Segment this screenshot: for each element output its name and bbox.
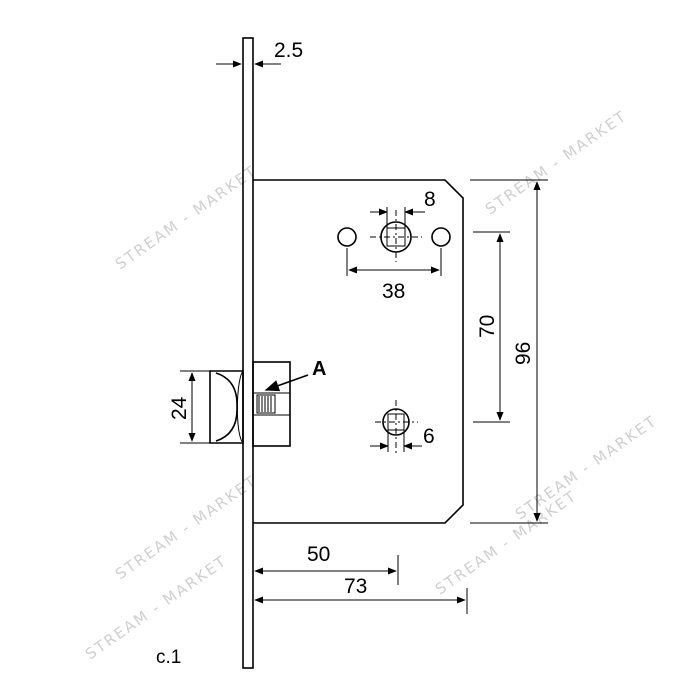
- dim-2-5-group: 2.5: [216, 39, 303, 68]
- figure-caption: c.1: [156, 647, 181, 668]
- faceplate: [242, 37, 254, 669]
- dim-24-group: 24: [168, 370, 210, 444]
- dim-spindle-top: 8: [424, 188, 436, 211]
- dim-hole-centers: 70: [476, 315, 499, 338]
- dim-case-height: 96: [512, 342, 535, 365]
- fixing-hole-left: [337, 227, 357, 247]
- dim-96-group: 96: [470, 179, 548, 524]
- bottom-spindle-group: 6: [370, 400, 435, 455]
- dim-fixing-spacing: 38: [382, 280, 405, 303]
- fixing-hole-right: [431, 227, 451, 247]
- callout-a: A: [264, 358, 326, 392]
- latch-bolt: [209, 370, 244, 444]
- lock-case: [253, 179, 464, 524]
- watermark-6: STREAM - MARKET: [432, 487, 581, 599]
- latch-housing: [252, 361, 291, 447]
- dim-70-group: 70: [473, 231, 510, 423]
- dim-38-group: 38: [346, 248, 442, 303]
- dim-50-group: 50: [254, 543, 399, 585]
- callout-label: A: [312, 358, 326, 380]
- dim-73-group: 73: [254, 575, 468, 614]
- watermark-1: STREAM - MARKET: [112, 162, 261, 274]
- dim-faceplate-thickness: 2.5: [274, 39, 303, 62]
- top-spindle-group: 8: [337, 188, 451, 262]
- dim-latch-height: 24: [168, 396, 191, 420]
- watermark-3: STREAM - MARKET: [112, 472, 261, 584]
- dim-case-depth: 73: [344, 575, 367, 598]
- watermark-2: STREAM - MARKET: [482, 107, 631, 219]
- dim-spindle-bottom: 6: [423, 425, 435, 448]
- watermark-4: STREAM - MARKET: [512, 412, 661, 524]
- watermark-layer: STREAM - MARKET STREAM - MARKET STREAM -…: [82, 107, 661, 664]
- dim-backset: 50: [307, 543, 330, 566]
